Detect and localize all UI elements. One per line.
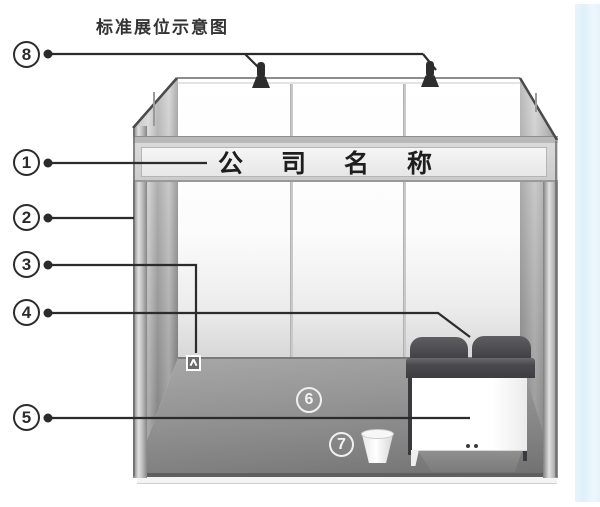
leader-dot [43, 308, 53, 318]
leader-dot [43, 158, 53, 168]
cabinet-handle [474, 444, 478, 448]
company-name-board: 公司名称 [141, 147, 547, 178]
socket-glyph [192, 358, 198, 367]
back-wall-divider [403, 84, 406, 358]
diagram-title: 标准展位示意图 [96, 18, 229, 37]
platform-front-face [137, 477, 557, 484]
leader-dot [43, 260, 53, 270]
floor-back-seam [178, 357, 520, 359]
counter-table-front [412, 378, 527, 451]
back-wall-panel [176, 77, 520, 358]
background-accent-strip [575, 4, 600, 502]
table-leg [408, 378, 412, 455]
cabinet-handle [466, 444, 470, 448]
wastebasket-rim [361, 429, 394, 439]
wastebasket-icon [361, 429, 394, 463]
leader-dot [43, 213, 53, 223]
callout-5: 5 [13, 404, 40, 431]
callout-2: 2 [13, 204, 40, 231]
counter-table-top [406, 358, 535, 378]
leader-dot [43, 49, 53, 59]
callout-4: 4 [13, 299, 40, 326]
callout-1: 1 [13, 149, 40, 176]
callout-3: 3 [13, 251, 40, 278]
table-under-shadow [418, 451, 522, 472]
platform-front-edge [133, 473, 557, 477]
leader-dot [43, 413, 53, 423]
callout-7: 7 [329, 432, 354, 457]
leader-line-8 [48, 52, 437, 72]
callout-8: 8 [13, 41, 40, 68]
right-front-pillar [543, 140, 558, 478]
power-socket-icon [186, 355, 201, 371]
fascia-top-rail [133, 136, 558, 144]
table-side-panel [411, 450, 419, 466]
callout-6: 6 [296, 387, 322, 413]
company-name-text: 公司名称 [217, 150, 470, 178]
back-wall-divider [290, 84, 293, 358]
